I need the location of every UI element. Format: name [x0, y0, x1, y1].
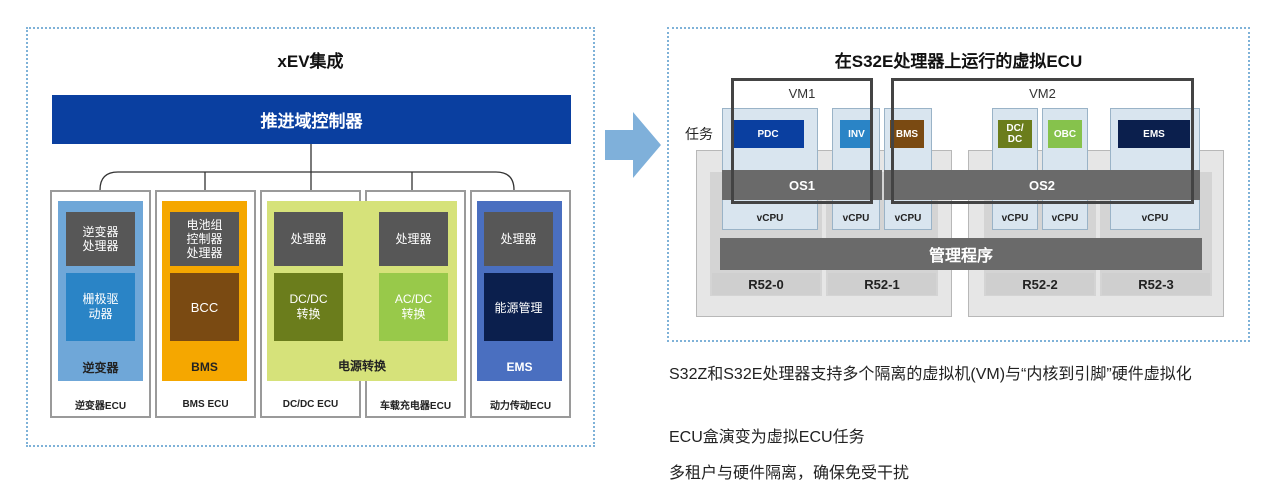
bms-ecu-label: BMS ECU: [182, 398, 229, 410]
ems-processor-box: 处理器: [484, 212, 553, 266]
vcpu-label-5: vCPU: [1141, 212, 1169, 224]
vm2-outline: [891, 78, 1194, 204]
dcdc-ecu-label: DC/DC ECU: [282, 398, 339, 410]
right-panel-title: 在S32E处理器上运行的虚拟ECU: [834, 52, 1083, 71]
controller-connectors: [99, 144, 515, 191]
acdc-conversion-box: AC/DC 转换: [379, 273, 448, 341]
dcdc-conversion-box: DC/DC 转换: [274, 273, 343, 341]
vcpu-label-3: vCPU: [1001, 212, 1029, 224]
bullet-2: ECU盒演变为虚拟ECU任务: [669, 429, 865, 446]
core-r52-2: R52-2: [986, 273, 1094, 295]
task-dcdc: DC/ DC: [998, 120, 1032, 148]
vm2-label: VM2: [1029, 85, 1056, 101]
inverter-processor-box: 逆变器 处理器: [66, 212, 135, 266]
dcdc-processor-box: 处理器: [274, 212, 343, 266]
charger-ecu-label: 车载充电器ECU: [379, 400, 452, 412]
bullet-3: 多租户与硬件隔离，确保免受干扰: [669, 465, 910, 482]
energy-management-box: 能源管理: [484, 273, 553, 341]
task-pdc: PDC: [732, 120, 804, 148]
powertrain-ecu-label: 动力传动ECU: [489, 400, 552, 412]
left-panel: [26, 27, 595, 447]
vm1-label: VM1: [788, 85, 816, 101]
tasks-label: 任务: [685, 126, 713, 142]
bullet-1: S32Z和S32E处理器支持多个隔离的虚拟机(VM)与“内核到引脚”硬件虚拟化: [669, 366, 1192, 383]
vcpu-label-0: vCPU: [756, 212, 784, 224]
task-bms: BMS: [890, 120, 924, 148]
charger-processor-box: 处理器: [379, 212, 448, 266]
task-obc: OBC: [1048, 120, 1082, 148]
ems-group-label: EMS: [506, 360, 533, 374]
core-r52-1: R52-1: [828, 273, 936, 295]
os1-bar: OS1: [722, 170, 882, 200]
battery-controller-processor-box: 电池组 控制器 处理器: [170, 212, 239, 266]
bms-group-label: BMS: [191, 360, 218, 374]
power-conversion-group-label: 电源转换: [337, 358, 386, 373]
vcpu-label-2: vCPU: [894, 212, 922, 224]
transition-arrow-icon: [605, 112, 661, 178]
os2-bar: OS2: [884, 170, 1200, 200]
bcc-box: BCC: [170, 273, 239, 341]
hypervisor-bar: 管理程序: [720, 238, 1202, 270]
gate-driver-box: 栅极驱 动器: [66, 273, 135, 341]
inverter-ecu-label: 逆变器ECU: [74, 400, 127, 412]
controller-label: 推进域控制器: [260, 112, 363, 131]
vcpu-label-1: vCPU: [842, 212, 870, 224]
vcpu-label-4: vCPU: [1051, 212, 1079, 224]
inverter-group-label: 逆变器: [82, 360, 119, 375]
propulsion-domain-controller: 推进域控制器: [52, 95, 571, 144]
task-ems: EMS: [1118, 120, 1190, 148]
core-r52-0: R52-0: [712, 273, 820, 295]
vm1-outline: [731, 78, 873, 204]
core-r52-3: R52-3: [1102, 273, 1210, 295]
left-panel-title: xEV集成: [277, 52, 344, 71]
task-inv: INV: [840, 120, 873, 148]
right-panel: [667, 27, 1250, 342]
